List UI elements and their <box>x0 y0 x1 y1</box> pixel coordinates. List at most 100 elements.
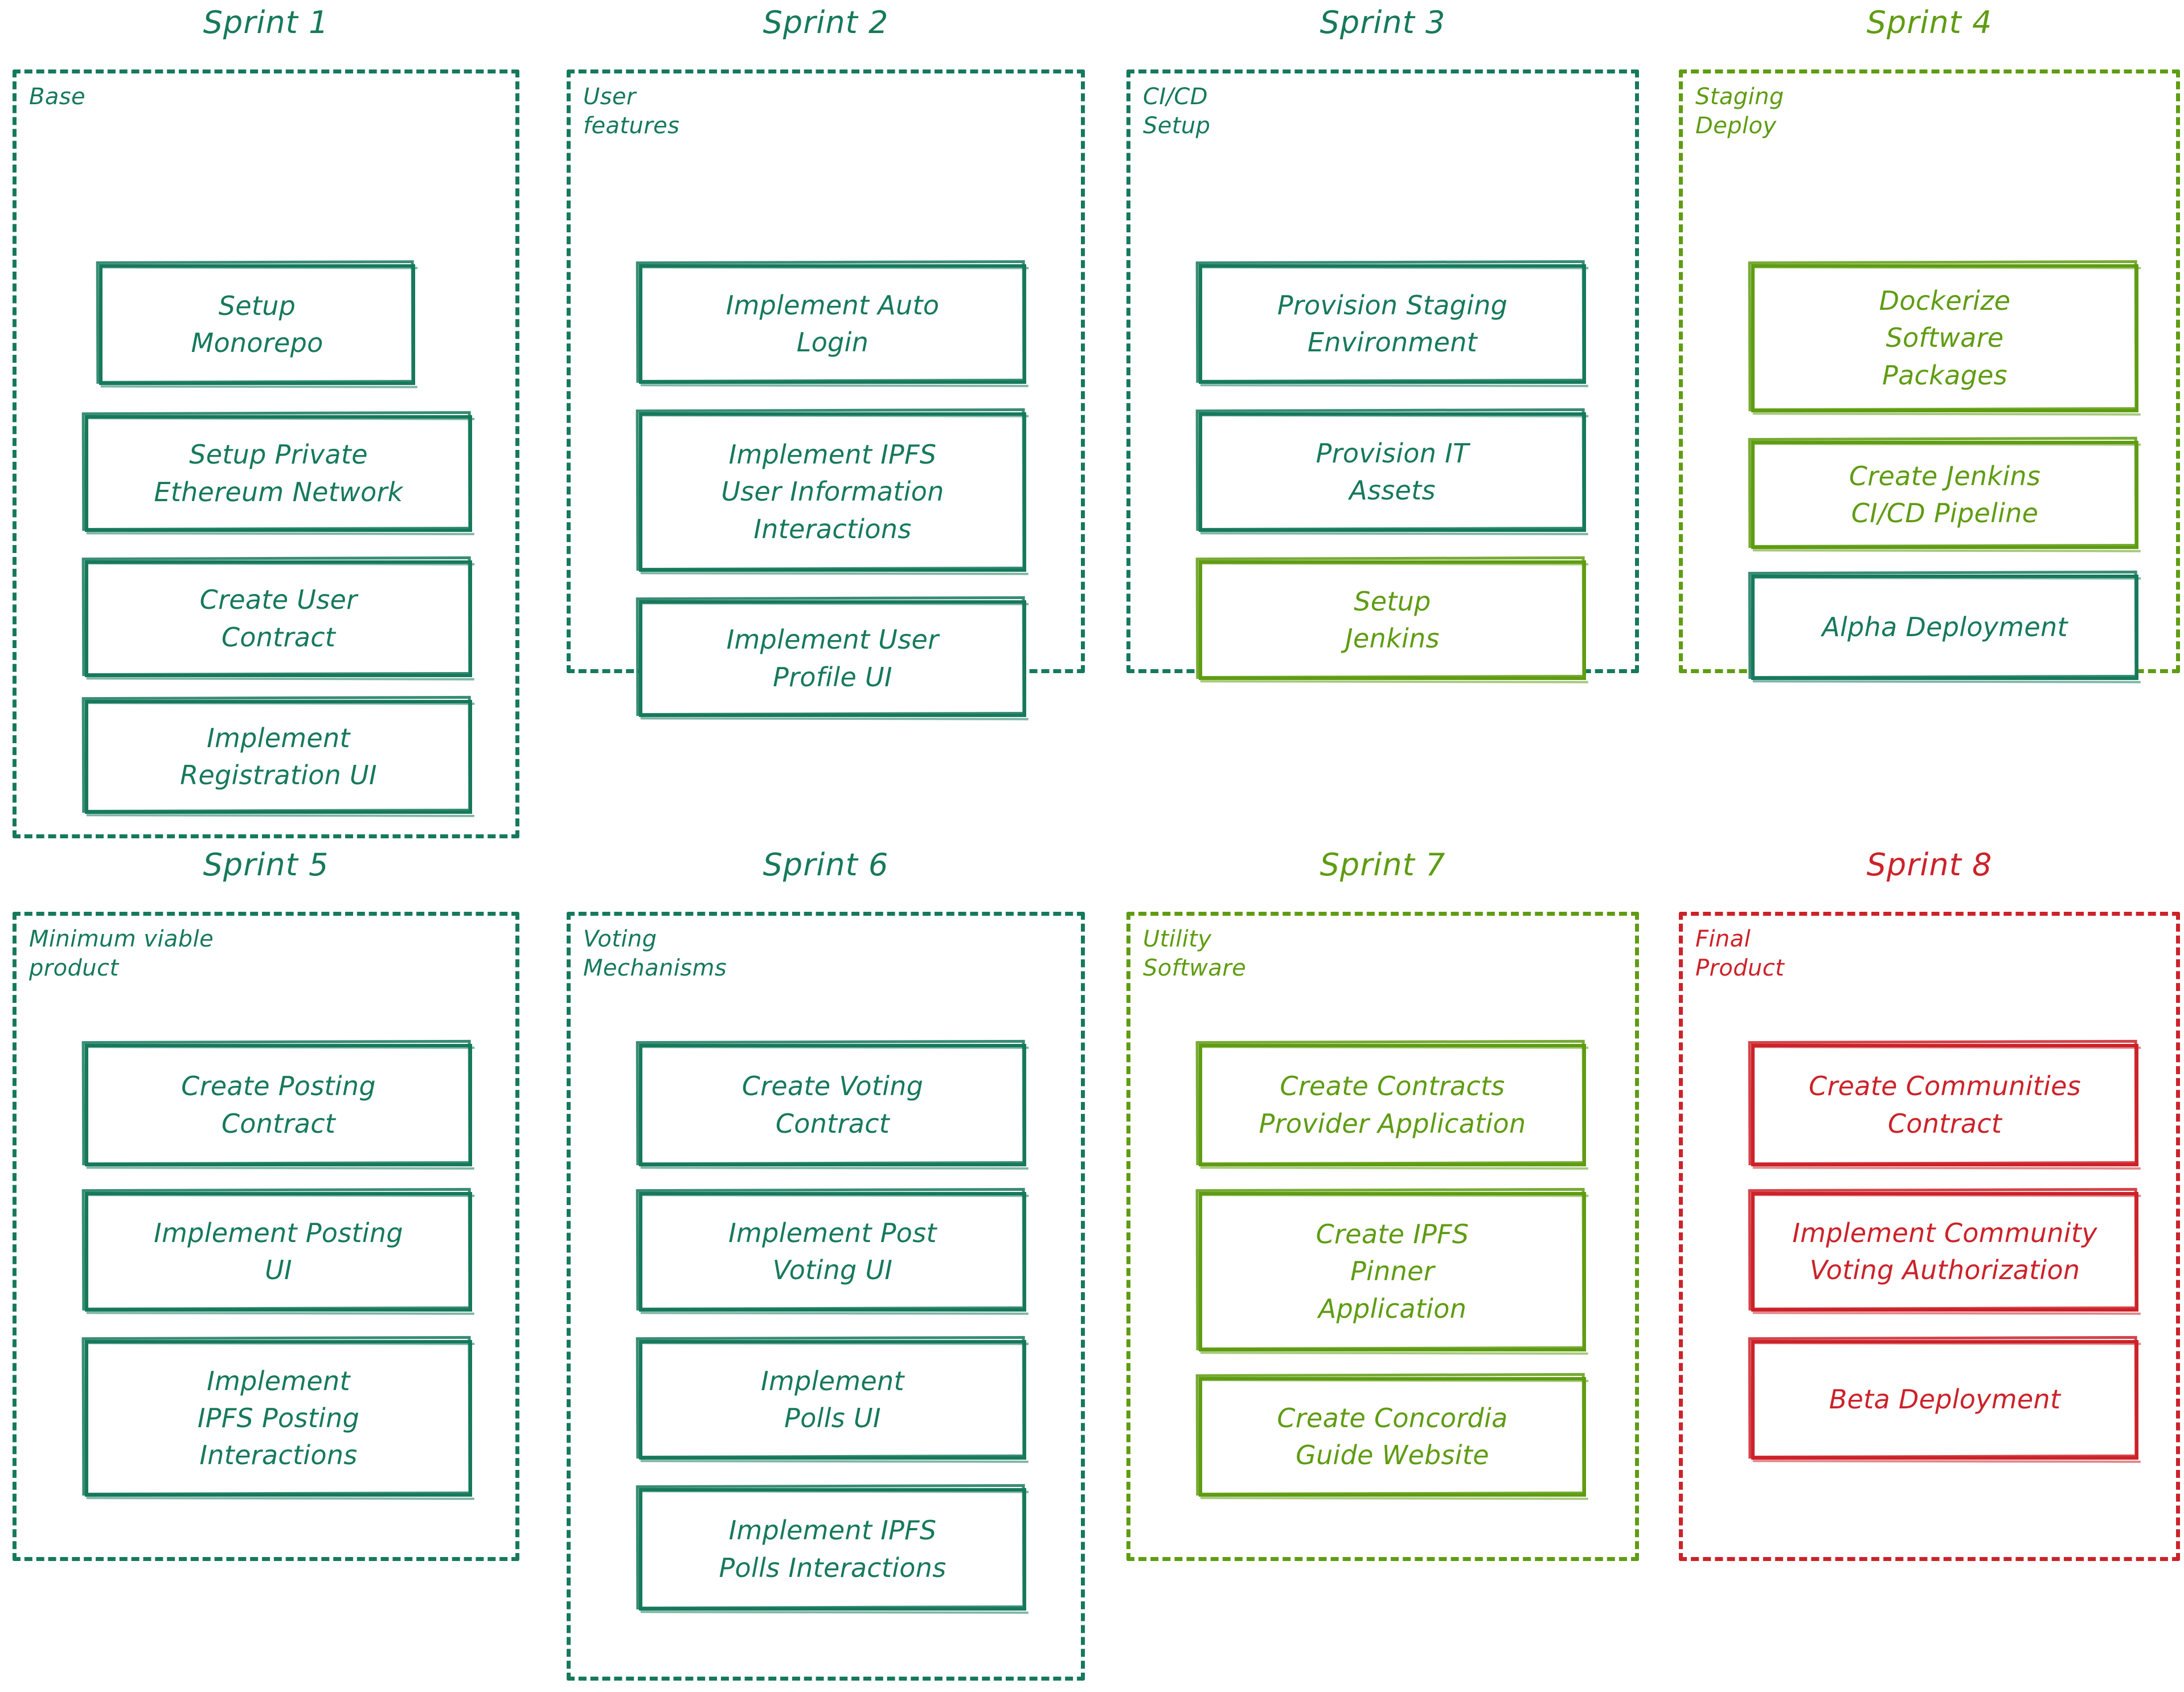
sprint-caption-3: CI/CD Setup <box>1143 84 1211 140</box>
task-card-border <box>639 1488 1026 1611</box>
task-label: Dockerize Software Packages <box>1879 285 2011 391</box>
task-label: Implement User Profile UI <box>726 624 939 693</box>
sprint-caption-6: Voting Mechanisms <box>583 926 727 982</box>
task-card-border <box>85 1340 472 1497</box>
task-card[interactable]: Create IPFS Pinner Application <box>1195 1187 1589 1355</box>
task-card-border <box>639 1044 1026 1166</box>
task-card[interactable]: Alpha Deployment <box>1748 570 2141 683</box>
task-card[interactable]: Beta Deployment <box>1748 1335 2141 1463</box>
sprint-title-5: Sprint 5 <box>203 847 329 883</box>
task-label: Implement Community Voting Authorization <box>1792 1217 2097 1285</box>
task-label: Implement Auto Login <box>726 289 940 358</box>
task-card[interactable]: Create User Contract <box>81 556 475 681</box>
sprint-title-1: Sprint 1 <box>203 5 329 40</box>
task-card[interactable]: Provision Staging Environment <box>1195 260 1589 387</box>
task-card[interactable]: Provision IT Assets <box>1195 408 1589 535</box>
task-label: Implement IPFS User Information Interact… <box>721 439 944 544</box>
task-card-border <box>639 1340 1026 1460</box>
task-card-border <box>1199 1192 1586 1351</box>
task-card-border <box>85 700 472 814</box>
task-card[interactable]: Setup Monorepo <box>96 260 418 388</box>
task-card-border <box>85 1044 472 1166</box>
task-label: Beta Deployment <box>1829 1384 2061 1415</box>
sprint-title-7: Sprint 7 <box>1320 847 1446 883</box>
task-card[interactable]: Create Posting Contract <box>81 1039 475 1170</box>
task-card[interactable]: Dockerize Software Packages <box>1748 260 2141 416</box>
task-label: Provision IT Assets <box>1316 437 1469 506</box>
task-card-border <box>639 264 1026 384</box>
task-card-border <box>1751 575 2138 680</box>
task-card-border <box>1751 441 2138 549</box>
task-label: Create User Contract <box>199 584 358 653</box>
task-card-border <box>1199 412 1586 532</box>
task-card[interactable]: Implement Community Voting Authorization <box>1748 1187 2141 1315</box>
sprint-title-3: Sprint 3 <box>1320 5 1446 40</box>
task-card[interactable]: Setup Private Ethereum Network <box>81 411 475 535</box>
task-card[interactable]: Create Contracts Provider Application <box>1195 1039 1589 1170</box>
sprint-title-4: Sprint 4 <box>1866 5 1993 40</box>
task-label: Create Posting Contract <box>181 1071 376 1139</box>
task-card-border <box>1199 1044 1586 1166</box>
task-label: Implement Post Voting UI <box>728 1217 937 1285</box>
task-card[interactable]: Implement IPFS Polls Interactions <box>636 1484 1029 1614</box>
task-label: Setup Jenkins <box>1345 585 1440 654</box>
task-label: Alpha Deployment <box>1822 611 2068 642</box>
task-label: Setup Private Ethereum Network <box>154 439 403 507</box>
task-card[interactable]: Setup Jenkins <box>1195 556 1589 683</box>
task-label: Implement Polls UI <box>761 1365 904 1433</box>
task-card-border <box>99 264 415 385</box>
sprint-caption-7: Utility Software <box>1143 926 1247 982</box>
task-card-border <box>639 412 1026 572</box>
task-card[interactable]: Implement Post Voting UI <box>636 1187 1029 1315</box>
task-label: Create Concordia Guide Website <box>1277 1402 1508 1470</box>
task-label: Implement Posting UI <box>154 1217 403 1285</box>
task-card[interactable]: Create Communities Contract <box>1748 1039 2141 1170</box>
sprint-caption-2: User features <box>583 84 680 140</box>
task-label: Create Voting Contract <box>741 1071 924 1139</box>
task-card[interactable]: Implement IPFS Posting Interactions <box>81 1335 475 1500</box>
task-label: Create Contracts Provider Application <box>1259 1071 1526 1139</box>
task-card-border <box>85 415 472 532</box>
task-card-border <box>639 600 1026 717</box>
task-card[interactable]: Implement User Profile UI <box>636 596 1029 720</box>
task-card[interactable]: Create Voting Contract <box>636 1039 1029 1170</box>
task-card[interactable]: Create Concordia Guide Website <box>1195 1373 1589 1500</box>
task-card-border <box>1199 1377 1586 1497</box>
task-card-border <box>1199 560 1586 680</box>
task-label: Implement Registration UI <box>180 722 377 790</box>
task-card[interactable]: Implement IPFS User Information Interact… <box>636 408 1029 575</box>
task-card[interactable]: Implement Auto Login <box>636 260 1029 387</box>
task-card[interactable]: Create Jenkins CI/CD Pipeline <box>1748 436 2141 552</box>
task-card[interactable]: Implement Polls UI <box>636 1335 1029 1463</box>
task-card[interactable]: Implement Registration UI <box>81 695 475 817</box>
sprint-caption-8: Final Product <box>1695 926 1785 982</box>
task-label: Implement IPFS Posting Interactions <box>197 1365 360 1471</box>
sprint-title-8: Sprint 8 <box>1866 847 1993 883</box>
sprint-caption-4: Staging Deploy <box>1695 84 1784 140</box>
task-card-border <box>1751 264 2138 412</box>
task-card[interactable]: Implement Posting UI <box>81 1187 475 1315</box>
task-label: Provision Staging Environment <box>1277 289 1508 358</box>
task-label: Setup Monorepo <box>191 290 323 358</box>
task-label: Implement IPFS Polls Interactions <box>719 1515 946 1583</box>
task-card-border <box>1751 1340 2138 1460</box>
task-card-border <box>85 560 472 677</box>
task-label: Create IPFS Pinner Application <box>1316 1219 1469 1324</box>
sprint-title-2: Sprint 2 <box>763 5 889 40</box>
